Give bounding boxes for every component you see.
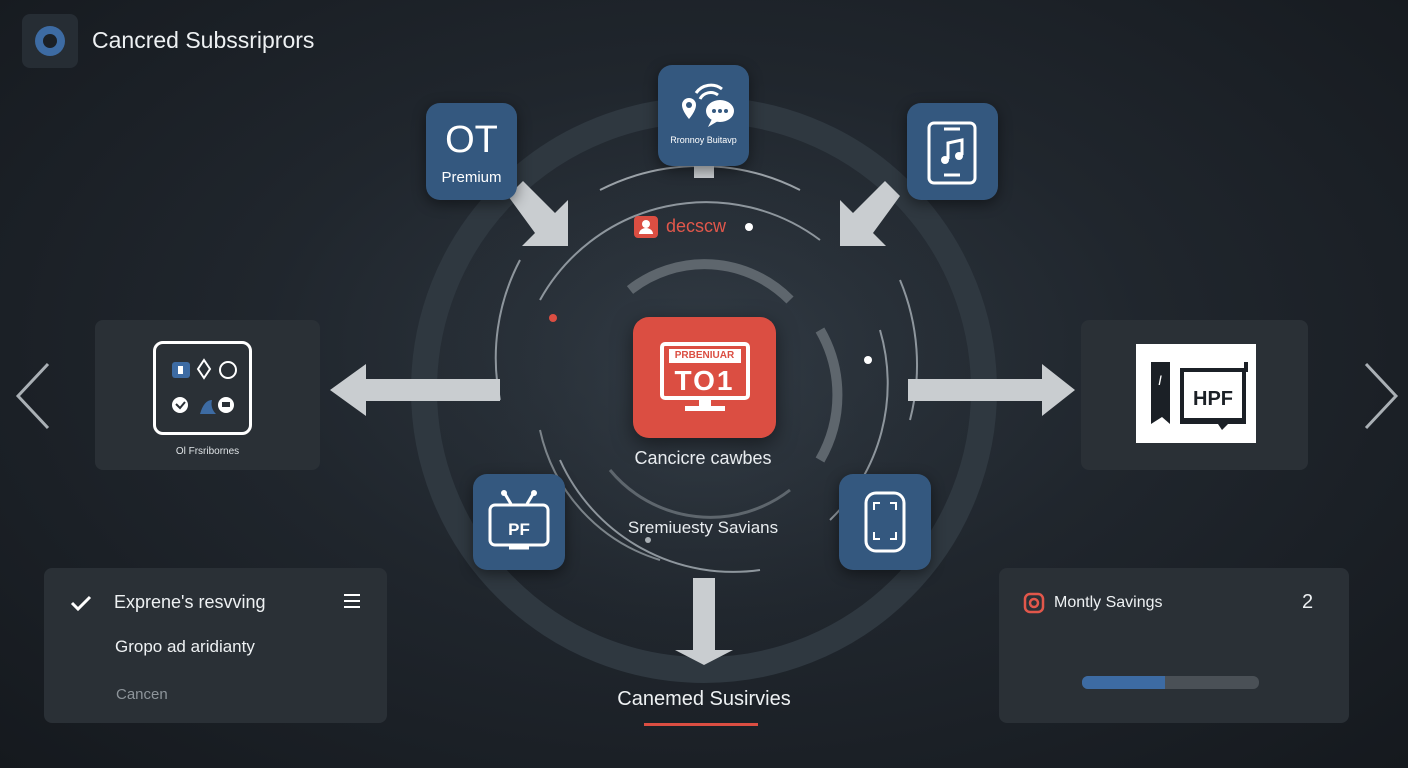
arrow-right	[908, 364, 1075, 416]
arrow-left	[330, 364, 500, 416]
tile-premium-big: OT	[445, 119, 498, 161]
left-apps-panel[interactable]: Ol Frsribornes	[95, 320, 320, 470]
document-left-mark: I	[1158, 372, 1162, 388]
status-list-panel: Exprene's resvving Gropo ad aridianty Ca…	[44, 568, 387, 723]
monitor-icon	[660, 342, 750, 411]
list-item-2[interactable]: Gropo ad aridianty	[115, 637, 255, 656]
tile-music[interactable]	[907, 103, 998, 200]
ring-arc-10	[539, 429, 661, 561]
savings-panel: Montly Savings 2	[999, 568, 1349, 723]
app-logo[interactable]	[22, 14, 78, 68]
tile-connectivity[interactable]: Rronnoy Buitavp	[658, 65, 749, 166]
ring-arc-6	[899, 279, 918, 421]
tile-tv[interactable]: PF	[473, 474, 565, 570]
center-caption: Cancicre cawbes	[634, 448, 772, 468]
savings-label: Montly Savings	[1054, 594, 1163, 611]
savings-progress-fill	[1082, 676, 1166, 689]
ring-dot-grey	[645, 537, 651, 543]
ring-arc-7	[626, 259, 794, 304]
ring-arc-8	[815, 327, 843, 463]
tablet-music-icon	[927, 121, 977, 185]
tile-phone[interactable]	[839, 474, 931, 570]
tile-premium[interactable]: OT Premium	[426, 103, 517, 200]
arrow-down	[675, 578, 733, 665]
wifi-chat-location-icon	[682, 83, 734, 127]
page-title: Cancred Subssriprors	[92, 27, 315, 53]
arrow-top-left	[508, 181, 568, 246]
tile-tv-label: PF	[508, 520, 530, 539]
savings-icon	[1023, 592, 1045, 614]
center-sub-caption: Sremiuesty Savians	[627, 518, 779, 537]
ring-dot-red	[549, 314, 557, 322]
document-text: HPF	[1193, 388, 1233, 410]
list-item-1[interactable]: Exprene's resvving	[114, 592, 266, 612]
cancel-link[interactable]: Cancen	[116, 686, 168, 703]
user-icon	[634, 216, 658, 238]
arrow-top-right	[840, 181, 900, 246]
phone-frame-icon	[864, 491, 906, 553]
center-tile-main: TO1	[674, 365, 735, 396]
document-card: I HPF	[1136, 344, 1256, 443]
cancelled-underline	[644, 723, 758, 726]
check-icon	[70, 595, 92, 612]
tv-icon	[488, 490, 550, 550]
document-icon	[1151, 362, 1248, 430]
chevron-left-icon[interactable]	[14, 360, 52, 432]
ring-arc-1	[539, 201, 821, 301]
right-doc-panel[interactable]: I HPF	[1081, 320, 1308, 470]
ring-dot-white-2	[864, 356, 872, 364]
ring-arc-9	[608, 469, 791, 519]
center-tile-top: PRBENIUAR	[674, 350, 735, 361]
tile-connectivity-label: Rronnoy Buitavp	[670, 135, 737, 145]
circle-logo-icon	[35, 26, 65, 56]
menu-icon[interactable]	[344, 594, 360, 608]
tile-premium-label: Premium	[441, 169, 502, 186]
savings-value: 2	[1302, 591, 1314, 613]
savings-progress	[1082, 676, 1259, 689]
apps-grid-icon	[153, 341, 252, 435]
center-badge-label: decscw	[666, 216, 727, 236]
chevron-right-icon[interactable]	[1362, 360, 1400, 432]
ring-dot-white-1	[745, 223, 753, 231]
ring-arc-3	[559, 459, 761, 573]
left-panel-label: Ol Frsribornes	[175, 446, 240, 457]
cancelled-subscriptions-label[interactable]: Canemed Susirvies	[617, 688, 791, 710]
center-premium-tile[interactable]: PRBENIUAR TO1	[633, 317, 776, 438]
